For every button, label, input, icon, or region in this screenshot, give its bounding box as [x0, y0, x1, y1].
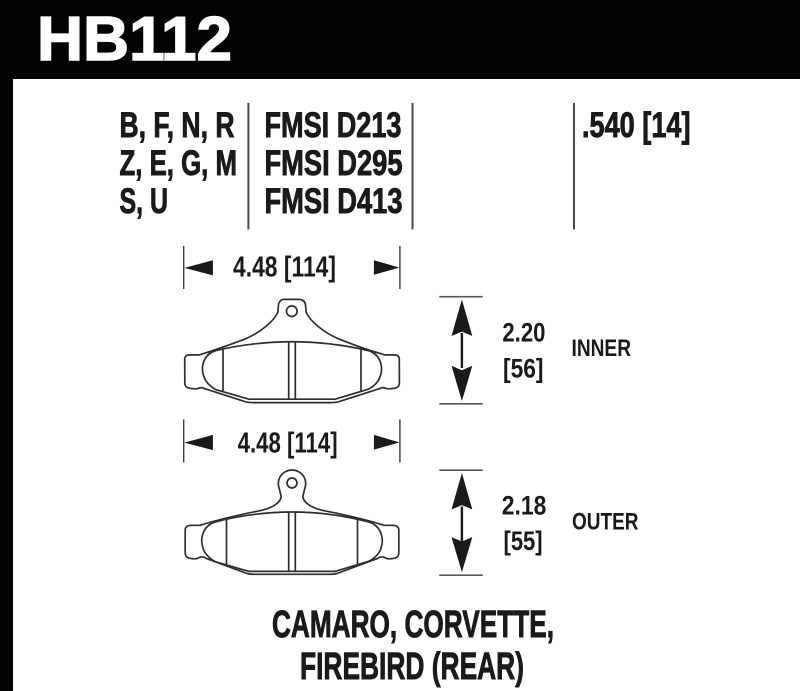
svg-text:FMSI D213: FMSI D213	[265, 106, 402, 145]
svg-text:2.18: 2.18	[502, 491, 547, 521]
svg-text:.540 [14]: .540 [14]	[582, 106, 691, 145]
svg-text:FMSI D295: FMSI D295	[265, 144, 403, 183]
svg-text:FMSI D413: FMSI D413	[265, 182, 403, 221]
svg-text:2.20: 2.20	[502, 318, 545, 348]
svg-text:INNER: INNER	[572, 335, 632, 362]
svg-text:CAMARO, CORVETTE,: CAMARO, CORVETTE,	[272, 604, 554, 646]
svg-text:OUTER: OUTER	[572, 509, 639, 536]
svg-text:[55]: [55]	[504, 526, 543, 556]
svg-text:[56]: [56]	[503, 353, 544, 383]
svg-text:FIREBIRD (REAR): FIREBIRD (REAR)	[300, 646, 524, 688]
svg-text:HB112: HB112	[37, 4, 232, 74]
svg-text:4.48 [114]: 4.48 [114]	[233, 251, 336, 283]
svg-text:Z, E, G, M: Z, E, G, M	[120, 144, 238, 183]
svg-text:B, F, N, R: B, F, N, R	[120, 106, 235, 145]
svg-text:4.48 [114]: 4.48 [114]	[238, 426, 338, 458]
svg-text:S, U: S, U	[120, 182, 169, 221]
